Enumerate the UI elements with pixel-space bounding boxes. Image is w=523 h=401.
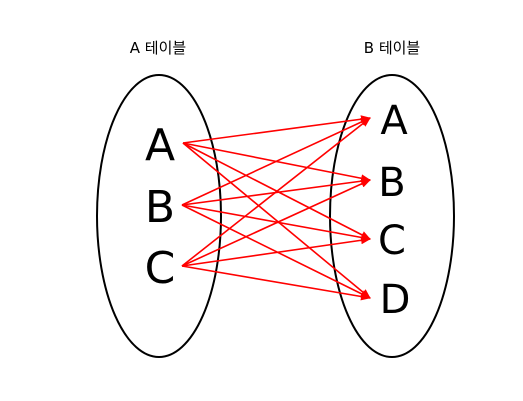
edge-b-to-d — [181, 204, 371, 299]
table-b-item-b: B — [378, 160, 405, 206]
edge-c-to-d — [181, 265, 371, 301]
edge-c-to-c — [181, 236, 371, 267]
edge-a-to-d — [182, 142, 371, 299]
edge-a-to-a — [182, 115, 371, 144]
edge-c-to-b — [181, 179, 371, 267]
edges-group — [181, 115, 371, 301]
table-a-item-a: A — [145, 120, 175, 171]
edge-c-to-a — [181, 117, 371, 267]
table-b-item-c: C — [378, 218, 406, 264]
table-b-item-a: A — [380, 98, 408, 144]
table-a-item-c: C — [145, 243, 176, 294]
table-b-ellipse — [329, 74, 455, 358]
edge-b-to-a — [181, 117, 371, 206]
table-a-title: A 테이블 — [130, 39, 186, 57]
table-a-item-b: B — [145, 182, 175, 233]
table-b-title: B 테이블 — [364, 39, 420, 57]
table-b-item-d: D — [380, 277, 411, 323]
table-a-ellipse — [96, 74, 222, 358]
edge-b-to-c — [181, 204, 371, 242]
